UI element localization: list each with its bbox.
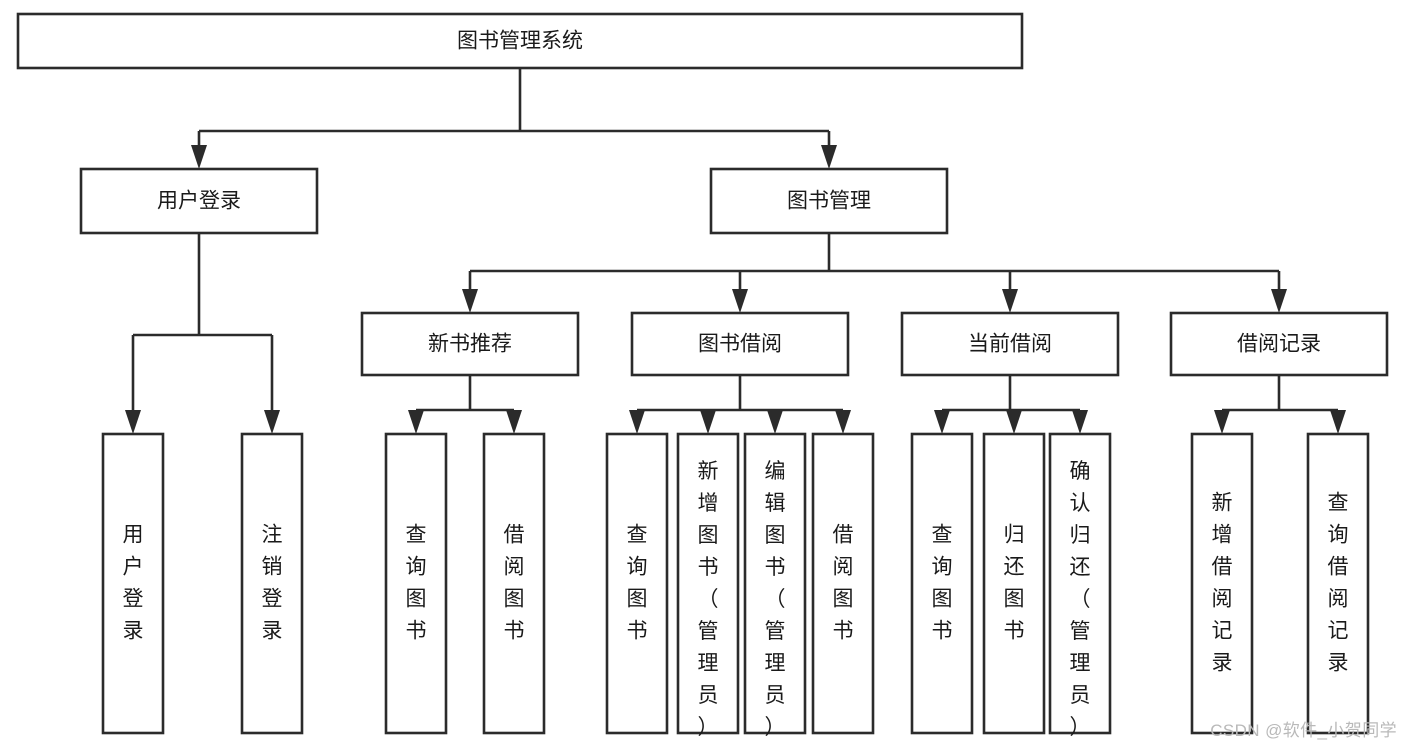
node-label: 图书管理系统	[457, 30, 583, 53]
node-leaf-add-borrow-record[interactable]: 新增借阅记录	[1190, 432, 1254, 735]
arrow-head-icon	[934, 410, 950, 434]
arrow-head-icon	[1002, 289, 1018, 313]
node-label: 用户登录	[123, 523, 144, 642]
node-box	[384, 432, 448, 735]
node-label: 图书管理	[787, 190, 871, 213]
node-label: 归还图书	[1004, 523, 1025, 642]
arrow-head-icon	[1006, 410, 1022, 434]
node-leaf-query-book-recommend[interactable]: 查询图书	[384, 432, 448, 735]
nodes-layer: 图书管理系统用户登录图书管理新书推荐图书借阅当前借阅借阅记录用户登录注销登录查询…	[16, 12, 1389, 739]
node-undefined[interactable]: 图书管理系统	[16, 12, 1024, 70]
arrow-head-icon	[821, 145, 837, 169]
node-label: 查询图书	[627, 523, 648, 642]
node-box	[900, 311, 1120, 377]
arrow-head-icon	[1072, 410, 1088, 434]
node-box	[240, 432, 304, 735]
node-label: 当前借阅	[968, 333, 1052, 356]
node-box	[360, 311, 580, 377]
node-box	[1169, 311, 1389, 377]
node-label: 借阅图书	[504, 523, 525, 642]
node-leaf-add-book[interactable]: 新增图书（管理员）	[676, 432, 740, 739]
node-leaf-query-book-current[interactable]: 查询图书	[910, 432, 974, 735]
node-box	[1048, 432, 1112, 735]
node-box	[482, 432, 546, 735]
node-book-management[interactable]: 图书管理	[709, 167, 949, 235]
arrow-head-icon	[1214, 410, 1230, 434]
arrow-head-icon	[264, 410, 280, 434]
node-new-book-recommend[interactable]: 新书推荐	[360, 311, 580, 377]
node-box	[16, 12, 1024, 70]
node-label: 用户登录	[157, 190, 241, 213]
node-label: 借阅记录	[1237, 333, 1321, 356]
node-leaf-return-book[interactable]: 归还图书	[982, 432, 1046, 735]
node-label: 新增借阅记录	[1212, 491, 1233, 674]
node-box	[743, 432, 807, 735]
arrow-head-icon	[462, 289, 478, 313]
node-label: 图书借阅	[698, 333, 782, 356]
node-label: 借阅图书	[833, 523, 854, 642]
node-box	[630, 311, 850, 377]
node-box	[910, 432, 974, 735]
node-box	[982, 432, 1046, 735]
node-box	[605, 432, 669, 735]
arrow-head-icon	[408, 410, 424, 434]
node-leaf-confirm-return[interactable]: 确认归还（管理员）	[1048, 432, 1112, 739]
node-label: 注销登录	[262, 523, 283, 642]
arrow-head-icon	[506, 410, 522, 434]
node-leaf-query-borrow-record[interactable]: 查询借阅记录	[1306, 432, 1370, 735]
node-leaf-borrow-book-recommend[interactable]: 借阅图书	[482, 432, 546, 735]
node-box	[676, 432, 740, 735]
arrow-head-icon	[1330, 410, 1346, 434]
node-leaf-query-book-borrow[interactable]: 查询图书	[605, 432, 669, 735]
arrow-head-icon	[732, 289, 748, 313]
arrow-head-icon	[191, 145, 207, 169]
node-box	[79, 167, 319, 235]
node-user-login[interactable]: 用户登录	[79, 167, 319, 235]
node-label: 编辑图书（管理员）	[765, 460, 786, 739]
node-leaf-edit-book[interactable]: 编辑图书（管理员）	[743, 432, 807, 739]
node-label: 查询图书	[932, 523, 953, 642]
arrow-head-icon	[835, 410, 851, 434]
node-box	[709, 167, 949, 235]
node-box	[1306, 432, 1370, 735]
connectors-layer	[125, 68, 1346, 434]
node-book-borrow[interactable]: 图书借阅	[630, 311, 850, 377]
node-current-borrow[interactable]: 当前借阅	[900, 311, 1120, 377]
arrow-head-icon	[700, 410, 716, 434]
arrow-head-icon	[125, 410, 141, 434]
node-label: 查询借阅记录	[1328, 491, 1349, 674]
arrow-head-icon	[1271, 289, 1287, 313]
csdn-watermark: CSDN @软件_小贺同学	[1210, 721, 1397, 740]
node-box	[811, 432, 875, 735]
node-leaf-user-login[interactable]: 用户登录	[101, 432, 165, 735]
node-label: 新增图书（管理员）	[698, 460, 719, 739]
node-leaf-borrow-book[interactable]: 借阅图书	[811, 432, 875, 735]
node-label: 确认归还（管理员）	[1070, 460, 1091, 739]
arrow-head-icon	[629, 410, 645, 434]
node-box	[101, 432, 165, 735]
node-box	[1190, 432, 1254, 735]
node-borrow-record[interactable]: 借阅记录	[1169, 311, 1389, 377]
node-leaf-user-logout[interactable]: 注销登录	[240, 432, 304, 735]
node-label: 查询图书	[406, 523, 427, 642]
node-label: 新书推荐	[428, 333, 512, 356]
arrow-head-icon	[767, 410, 783, 434]
